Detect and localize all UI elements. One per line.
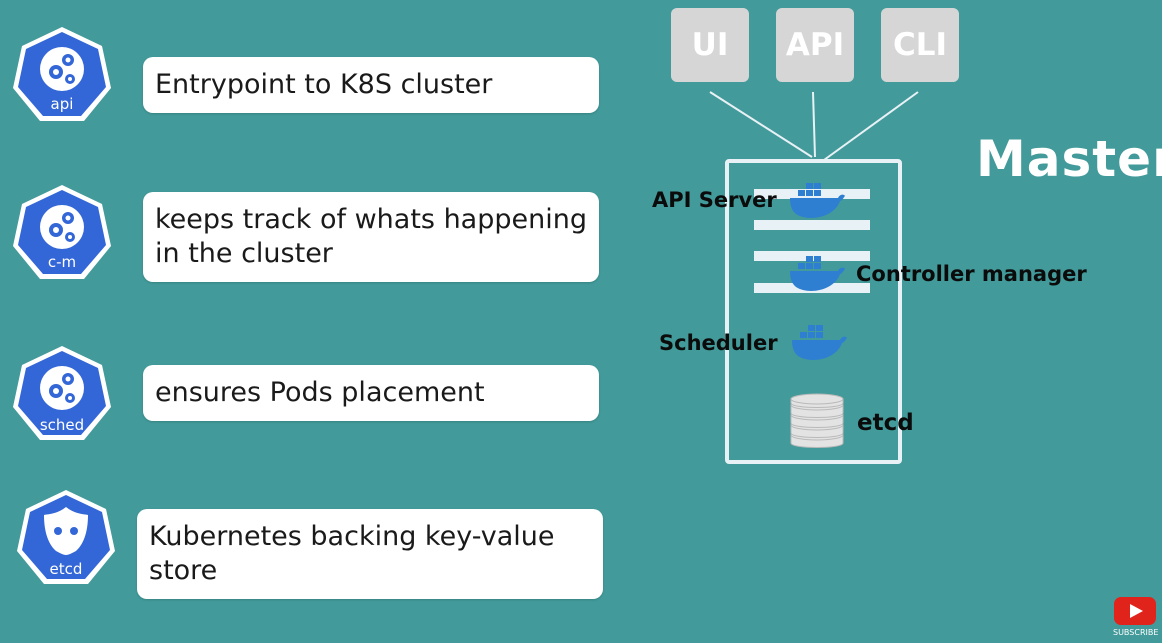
- etcd-icon: [17, 490, 115, 584]
- client-label: UI: [691, 27, 729, 63]
- client-label: API: [785, 27, 845, 63]
- kubernetes-gear-icon: [13, 346, 111, 440]
- badge-label: etcd: [49, 560, 83, 578]
- api-server-badge: api: [12, 24, 112, 124]
- docker-whale-icon: [792, 325, 847, 360]
- description-text: Kubernetes backing key-value store: [149, 521, 555, 586]
- description-card: ensures Pods placement: [143, 365, 599, 421]
- database-icon: [790, 393, 844, 448]
- badge-label: sched: [39, 416, 85, 434]
- etcd-badge: etcd: [16, 487, 116, 587]
- badge-label: c-m: [47, 253, 77, 271]
- description-card: Entrypoint to K8S cluster: [143, 57, 599, 113]
- client-label: CLI: [892, 27, 948, 63]
- client-cli: CLI: [881, 8, 959, 82]
- slot-bar: [754, 220, 870, 230]
- controller-manager-label: Controller manager: [856, 262, 1087, 286]
- controller-manager-badge: c-m: [12, 182, 112, 282]
- docker-whale-icon: [790, 256, 845, 291]
- description-card: Kubernetes backing key-value store: [137, 509, 603, 599]
- api-server-label: API Server: [652, 188, 777, 212]
- etcd-label: etcd: [857, 410, 914, 436]
- description-text: keeps track of whats happening in the cl…: [155, 204, 587, 269]
- badge-label: api: [50, 95, 74, 113]
- subscribe-label: SUBSCRIBE: [1113, 628, 1159, 637]
- subscribe-button[interactable]: SUBSCRIBE: [1113, 597, 1159, 639]
- description-card: keeps track of whats happening in the cl…: [143, 192, 599, 282]
- scheduler-badge: sched: [12, 343, 112, 443]
- client-api: API: [776, 8, 854, 82]
- master-node: [725, 159, 902, 464]
- master-title: Master: [976, 130, 1162, 188]
- kubernetes-gear-icon: [13, 185, 111, 279]
- description-text: ensures Pods placement: [155, 377, 485, 408]
- scheduler-label: Scheduler: [659, 331, 778, 355]
- description-text: Entrypoint to K8S cluster: [155, 69, 493, 100]
- youtube-icon: [1114, 597, 1156, 625]
- connector-cli: [823, 91, 919, 161]
- kubernetes-gear-icon: [13, 27, 111, 121]
- client-ui: UI: [671, 8, 749, 82]
- connector-ui: [709, 91, 813, 158]
- connector-api: [812, 91, 816, 158]
- docker-whale-icon: [790, 183, 845, 218]
